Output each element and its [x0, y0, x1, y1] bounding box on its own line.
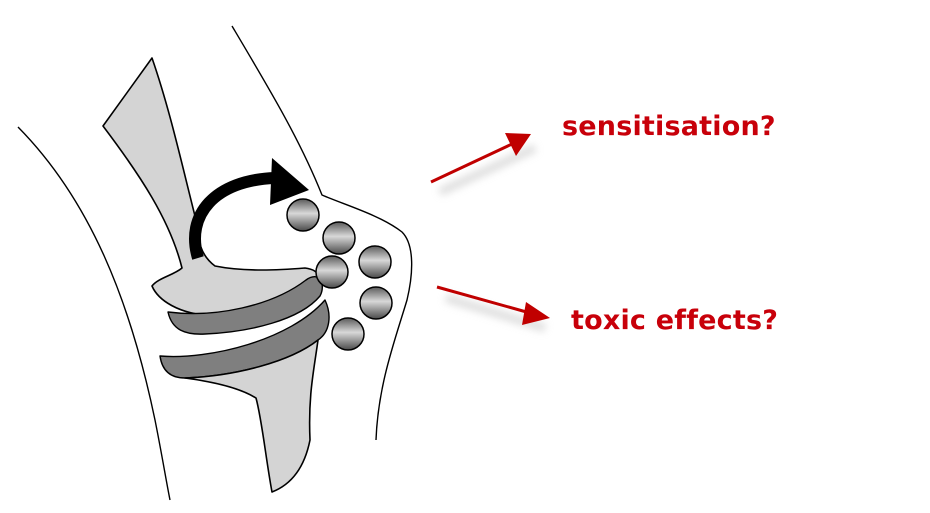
particle-sphere — [286, 198, 320, 232]
femoral-implant — [167, 276, 324, 335]
toxic-effects-label: toxic effects? — [571, 305, 779, 336]
leg-outline — [17, 25, 413, 501]
wear-particles — [286, 198, 393, 351]
sensitisation-label: sensitisation? — [562, 111, 776, 142]
particle-sphere — [331, 317, 365, 351]
curved-arrow-icon — [189, 158, 309, 260]
tibia-bone — [184, 339, 319, 493]
particle-sphere — [315, 255, 349, 289]
particle-sphere — [358, 245, 392, 279]
particle-sphere — [359, 286, 393, 320]
particle-sphere — [322, 221, 356, 255]
arrow-right-icon — [436, 285, 550, 325]
arrow-right-icon — [430, 133, 531, 184]
